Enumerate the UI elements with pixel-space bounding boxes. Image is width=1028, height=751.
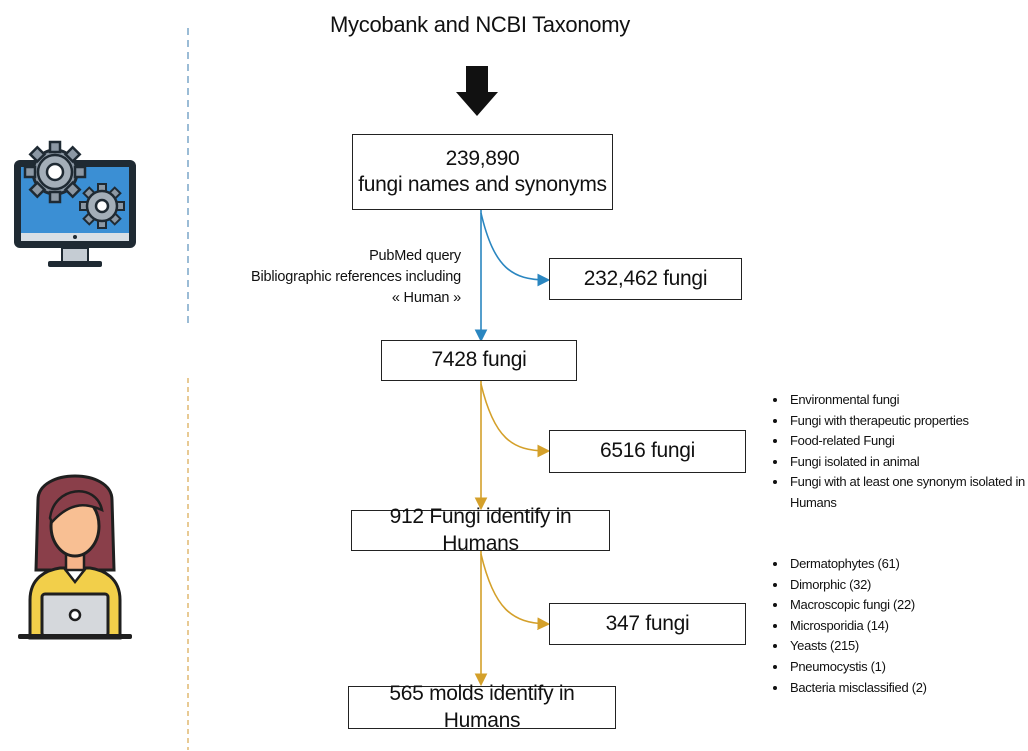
down-arrow-icon xyxy=(456,66,498,116)
excluded-fungi-box-3: 347 fungi xyxy=(549,603,746,645)
total-label: fungi names and synonyms xyxy=(358,173,607,196)
query-line-1: PubMed query xyxy=(369,248,461,264)
final-molds-box: 565 molds identify in Humans xyxy=(348,682,616,732)
query-line-2: Bibliographic references including xyxy=(250,269,461,285)
step2-humans-box: 912 Fungi identify in Humans xyxy=(351,505,610,555)
source-title: Mycobank and NCBI Taxonomy xyxy=(330,12,630,37)
list-item: Microsporidia (14) xyxy=(788,616,1008,637)
list-item: Yeasts (215) xyxy=(788,636,1008,657)
computer-gears-icon xyxy=(14,140,136,267)
flow-arrow-step1-to-excluded2 xyxy=(480,383,551,458)
excluded-fungi-box-1: 232,462 fungi xyxy=(549,258,742,300)
flow-arrow-total-to-excluded1 xyxy=(480,212,551,287)
list-item: Dimorphic (32) xyxy=(788,575,1008,596)
list-item: Fungi with therapeutic properties xyxy=(788,411,1028,432)
list-item: Fungi isolated in animal xyxy=(788,452,1028,473)
list-item: Bacteria misclassified (2) xyxy=(788,678,1008,699)
list-item: Environmental fungi xyxy=(788,390,1028,411)
step1-fungi-box: 7428 fungi xyxy=(381,340,577,381)
excluded-fungi-box-2: 6516 fungi xyxy=(549,430,746,473)
total-fungi-box: 239,890 fungi names and synonyms xyxy=(352,134,613,210)
list-item: Dermatophytes (61) xyxy=(788,554,1008,575)
list-item: Food-related Fungi xyxy=(788,431,1028,452)
list-item: Pneumocystis (1) xyxy=(788,657,1008,678)
list-item: Macroscopic fungi (22) xyxy=(788,595,1008,616)
list-item: Fungi with at least one synonym isolated… xyxy=(788,472,1028,513)
flow-arrow-step2-to-excluded3 xyxy=(480,553,551,631)
pubmed-query-note: PubMed query Bibliographic references in… xyxy=(220,246,461,309)
total-count: 239,890 xyxy=(445,146,520,170)
excluded2-reasons-list: Environmental fungi Fungi with therapeut… xyxy=(770,390,1028,514)
excluded3-reasons-list: Dermatophytes (61) Dimorphic (32) Macros… xyxy=(770,554,1008,698)
person-laptop-icon xyxy=(18,474,132,640)
query-line-3: « Human » xyxy=(391,290,461,306)
